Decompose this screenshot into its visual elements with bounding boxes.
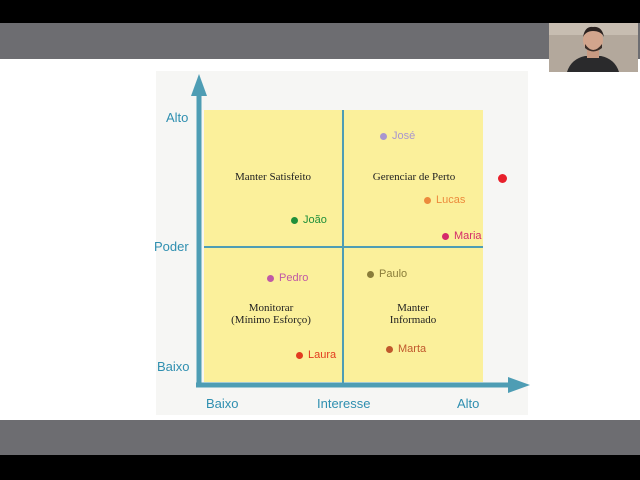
presenter-avatar <box>549 23 638 72</box>
quadrant-keep-informed-label: Manter Informado <box>353 302 473 326</box>
stakeholder-dot <box>386 346 393 353</box>
presenter-webcam[interactable] <box>549 23 638 72</box>
stakeholder-name: Maria <box>454 230 482 242</box>
stakeholder-name: José <box>392 130 415 142</box>
stakeholder-name: João <box>303 214 327 226</box>
quadrant-manage-closely-label: Gerenciar de Perto <box>350 171 478 183</box>
stakeholder-dot <box>367 271 374 278</box>
stakeholder-dot <box>442 233 449 240</box>
y-axis-low-label: Baixo <box>157 359 190 374</box>
stakeholder-paulo: Paulo <box>367 268 407 280</box>
stakeholder-dot <box>291 217 298 224</box>
stakeholder-jose: José <box>380 130 415 142</box>
x-axis-low-label: Baixo <box>206 396 239 411</box>
stakeholder-laura: Laura <box>296 349 336 361</box>
stakeholder-dot <box>267 275 274 282</box>
quadrant-keep-informed-line2: Informado <box>353 314 473 326</box>
x-axis-title: Interesse <box>317 396 370 411</box>
stakeholder-name: Paulo <box>379 268 407 280</box>
stakeholder-dot <box>380 133 387 140</box>
stakeholder-name: Lucas <box>436 194 465 206</box>
quadrant-monitor-line1: Monitorar <box>212 302 330 314</box>
quadrant-keep-informed-line1: Manter <box>353 302 473 314</box>
stakeholder-name: Pedro <box>279 272 308 284</box>
stakeholder-dot <box>296 352 303 359</box>
stakeholder-joao: João <box>291 214 327 226</box>
stakeholder-maria: Maria <box>442 230 482 242</box>
stakeholder-name: Laura <box>308 349 336 361</box>
x-axis-arrowhead <box>508 377 530 393</box>
y-axis-high-label: Alto <box>166 110 188 125</box>
stakeholder-pedro: Pedro <box>267 272 308 284</box>
quadrant-monitor-line2: (Mínimo Esforço) <box>212 314 330 326</box>
stakeholder-dot <box>424 197 431 204</box>
laser-pointer-dot <box>498 174 507 183</box>
stakeholder-name: Marta <box>398 343 426 355</box>
stakeholder-lucas: Lucas <box>424 194 465 206</box>
y-axis-arrowhead <box>191 74 207 96</box>
quadrant-monitor-label: Monitorar (Mínimo Esforço) <box>212 302 330 326</box>
stakeholder-marta: Marta <box>386 343 426 355</box>
x-axis-high-label: Alto <box>457 396 479 411</box>
y-axis-title: Poder <box>154 239 189 254</box>
quadrant-keep-satisfied-label: Manter Satisfeito <box>214 171 332 183</box>
